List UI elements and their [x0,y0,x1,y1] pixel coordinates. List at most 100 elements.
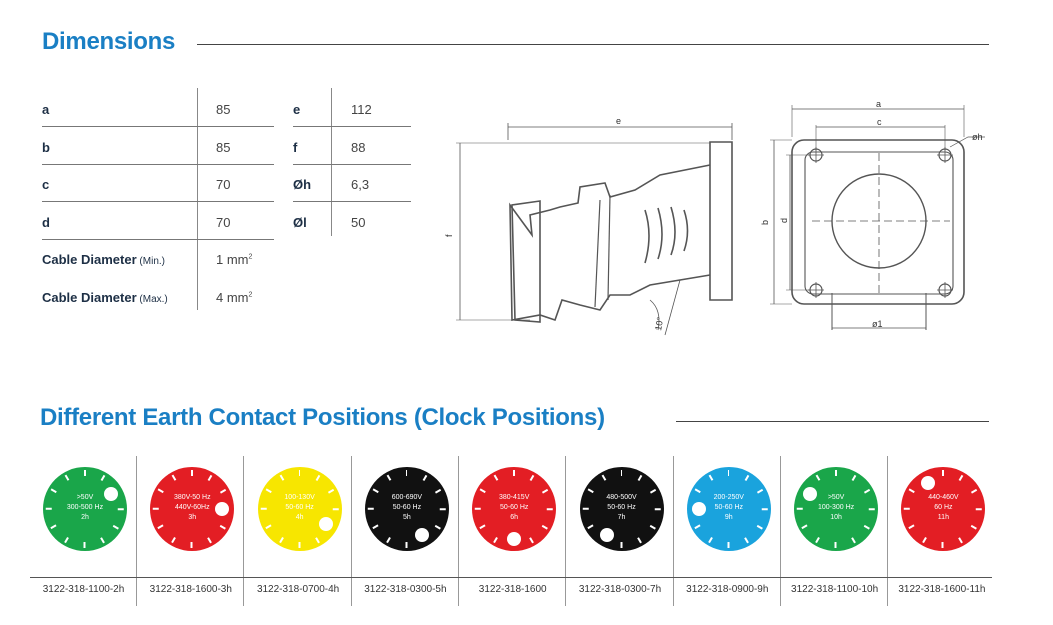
dimension-key: Cable Diameter (Min.) [42,252,165,267]
label-c: c [877,117,882,127]
clock-tick [637,474,642,481]
dimension-value: 50 [351,214,366,230]
card-divider [887,456,889,606]
clock-tick [744,474,749,481]
earth-contact-dot [414,527,429,542]
clock-tick [405,542,408,548]
clock-tick [191,542,193,548]
clock-disc-text: 440-460V 60 Hz 11h [901,493,985,523]
clock-tick [942,542,944,548]
front-view-drawing [770,105,985,330]
clock-tick [64,537,69,544]
clock-tick [708,474,713,481]
technical-drawing: e f 10° a c b d øh ø1 [444,99,985,336]
clock-disc-line: 10h [830,514,842,521]
clock-tick [100,474,105,481]
clock-tick [864,524,870,530]
clock-tick [815,474,820,481]
dimension-key: c [42,177,50,192]
dimension-unit-note: (Max.) [136,293,168,305]
clock-disc-line: 11h [937,514,949,521]
row-separator [293,126,411,127]
clock-tick [744,537,749,544]
clock-tick [908,524,915,530]
clock-disc-line: 480-500V [606,494,637,501]
card-divider [565,456,567,606]
clock-tick [100,537,105,544]
card-divider [243,456,245,606]
clock-tick [171,537,177,544]
dimension-row: Cable Diameter (Min.)1 mm2 [42,240,274,277]
dimension-value: 70 [216,214,231,230]
dimension-value: 85 [216,139,231,155]
clock-disc-line: 50-60 Hz [499,504,529,511]
clock-tick [835,542,837,548]
clock-tick [493,537,499,544]
title-rule [197,44,989,45]
clock-tick [601,474,606,481]
clock-tick [851,537,856,544]
clock-tick [851,474,856,481]
label-h: øh [972,132,983,142]
clock-tick [542,524,549,530]
clock-tick [434,524,441,530]
part-code: 3122-318-0300-7h [578,584,662,595]
clock-disc-line: 440-460V [928,494,959,501]
clock-disc-line: 380-415V [499,494,530,501]
clock-tick [50,524,57,530]
clock-disc-line: 50-60 Hz [392,504,422,511]
clock-tick [298,470,301,476]
table-divider [331,88,332,236]
dimension-row: e 112 [293,90,411,127]
clock-tick [708,537,713,544]
clock-tick [922,537,928,544]
dimensions-title: Dimensions [42,28,176,55]
clock-disc-line: 50-60 Hz [285,504,314,511]
row-separator [42,126,274,127]
clock-disc-line: 2h [81,514,89,521]
part-code: 3122-318-1100-10h [791,584,879,595]
card-divider [457,456,459,606]
dimension-value: 88 [351,139,366,155]
clock-tick [727,542,730,548]
clock-tick [694,524,701,530]
earth-contact-dot [215,502,230,516]
side-view-drawing [456,123,733,336]
clock-tick [207,474,213,481]
clock-tick [942,470,944,476]
clock-tick [279,537,284,544]
dimension-key: Cable Diameter (Max.) [42,289,168,305]
dimension-key: Øh [293,177,312,192]
label-b: b [760,220,770,225]
clock-disc-line: 600-690V [391,494,423,501]
label-l: ø1 [872,319,883,329]
row-separator [42,163,274,165]
clock-disc-line: 440V-60Hz [174,504,210,511]
clock-disc-line: 60 Hz [934,504,953,511]
clock-disc-line: 300-500 Hz [66,504,104,511]
dimension-value: 85 [216,102,231,117]
dimension-value: 112 [351,102,372,117]
clock-tick [958,474,964,481]
clock-disc: 440-460V 60 Hz 11h [901,467,986,551]
part-code: 3122-318-0300-5h [364,584,447,595]
clock-tick [513,470,515,476]
dimension-key: e [293,102,301,117]
clock-disc-line: >50V [827,494,845,501]
clock-positions-title: Different Earth Contact Positions (Clock… [40,404,605,431]
